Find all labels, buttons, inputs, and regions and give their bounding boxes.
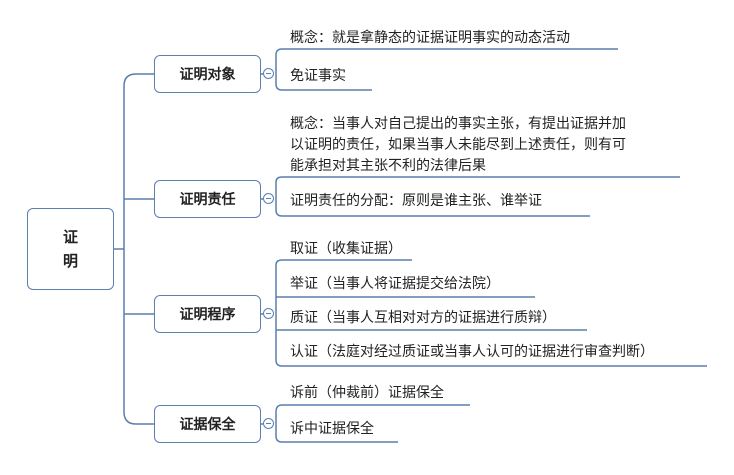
branch-node-evidence-preservation[interactable]: 证据保全: [154, 405, 261, 443]
collapse-toggle-icon[interactable]: [263, 308, 274, 319]
leaf-exempt-facts[interactable]: 免证事实: [290, 68, 346, 84]
leaf-pre-litigation-preservation[interactable]: 诉前（仲裁前）证据保全: [290, 385, 444, 401]
branch-node-proof-object[interactable]: 证明对象: [154, 55, 261, 93]
collapse-toggle-icon[interactable]: [263, 418, 274, 429]
leaf-concept-burden[interactable]: 概念：当事人对自己提出的事实主张，有提出证据并加 以证明的责任，如果当事人未能尽…: [290, 114, 626, 177]
root-label-line2: 明: [62, 252, 78, 270]
leaf-cross-examination[interactable]: 质证（当事人互相对对方的证据进行质辩）: [290, 310, 556, 326]
leaf-text-line: 以证明的责任，如果当事人未能尽到上述责任，则有可: [290, 137, 626, 153]
leaf-text-line: 能承担对其主张不利的法律后果: [290, 158, 486, 174]
leaf-submit-evidence[interactable]: 举证（当事人将证据提交给法院）: [290, 276, 500, 292]
branch-label: 证明责任: [179, 192, 236, 208]
branch-node-burden-of-proof[interactable]: 证明责任: [154, 180, 261, 218]
branch-label: 证明程序: [179, 307, 236, 323]
branch-label: 证据保全: [179, 417, 236, 433]
root-node[interactable]: 证 明: [27, 208, 114, 290]
branch-node-proof-procedure[interactable]: 证明程序: [154, 295, 261, 333]
root-label-line1: 证: [62, 228, 78, 246]
leaf-burden-allocation[interactable]: 证明责任的分配：原则是谁主张、谁举证: [290, 193, 542, 209]
leaf-collect-evidence[interactable]: 取证（收集证据）: [290, 241, 402, 257]
branch-label: 证明对象: [179, 67, 236, 83]
leaf-in-litigation-preservation[interactable]: 诉中证据保全: [290, 421, 374, 437]
leaf-concept-object[interactable]: 概念：就是拿静态的证据证明事实的动态活动: [290, 30, 570, 46]
collapse-toggle-icon[interactable]: [263, 193, 274, 204]
leaf-text-line: 概念：当事人对自己提出的事实主张，有提出证据并加: [290, 116, 626, 132]
collapse-toggle-icon[interactable]: [263, 68, 274, 79]
leaf-authentication[interactable]: 认证（法庭对经过质证或当事人认可的证据进行审查判断）: [290, 344, 654, 360]
